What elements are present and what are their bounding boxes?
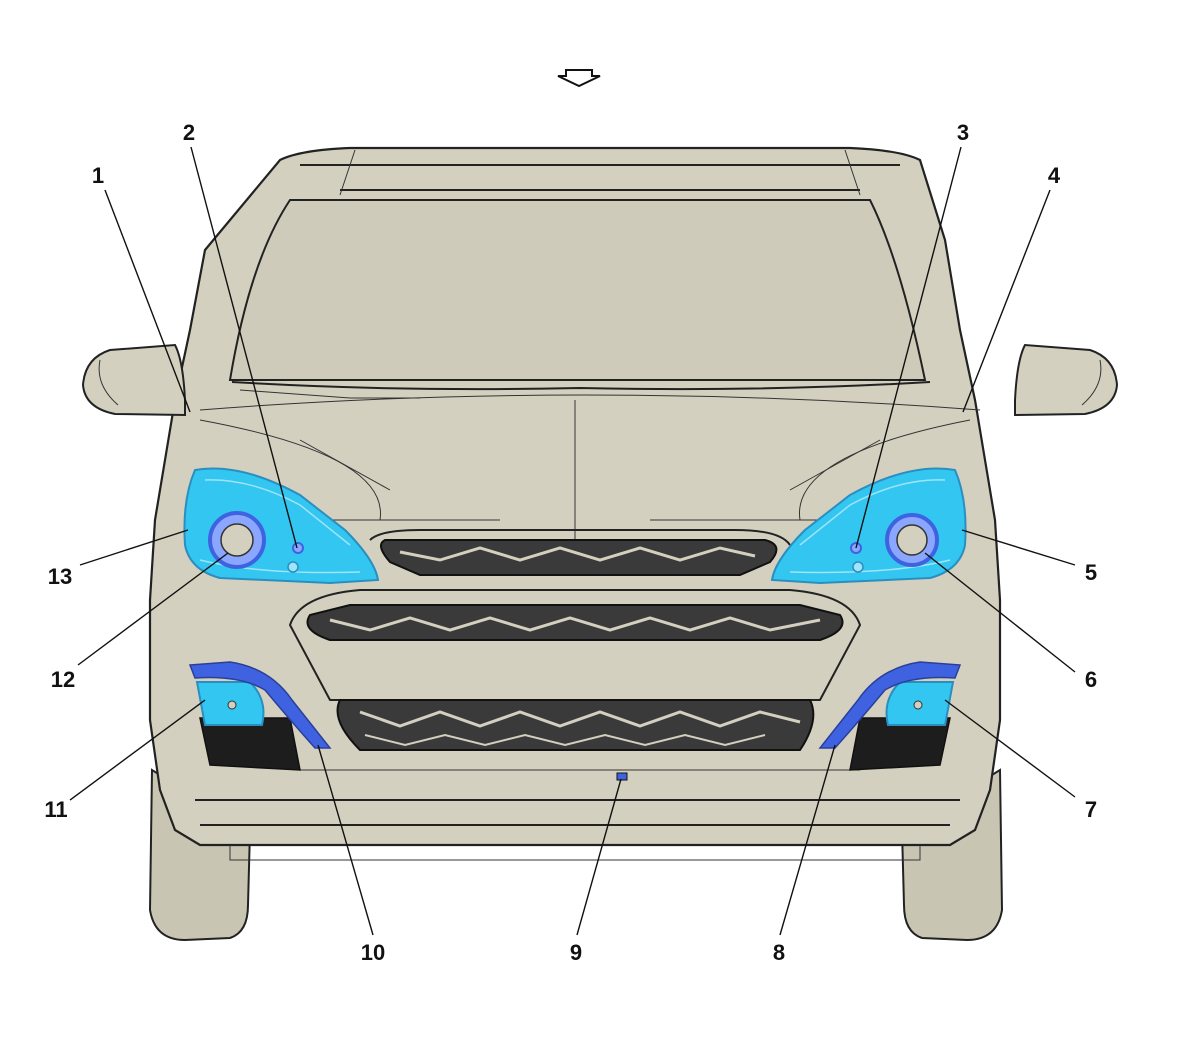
leader-2 [190,146,298,549]
leader-7 [944,699,1076,798]
left-mirror [81,343,186,417]
view-direction-arrow-icon [557,69,601,88]
callout-6: 6 [1085,667,1097,692]
callout-numbers: 1 2 3 4 5 6 7 8 9 10 11 12 13 [44,120,1097,965]
callout-11: 11 [44,797,67,822]
leader-10 [317,744,374,936]
leader-3 [855,146,962,549]
car-front-view [81,146,1119,942]
left-sidelamp-bulb [292,542,304,554]
callout-10: 10 [361,940,385,965]
callout-13: 13 [48,564,72,589]
callout-4: 4 [1048,163,1061,188]
leader-6 [924,552,1076,673]
right-daytime-running-strip [818,661,962,749]
windshield [228,199,927,381]
leader-11 [69,699,206,801]
callout-1: 1 [92,163,104,188]
callout-12: 12 [51,667,75,692]
leader-1 [104,189,191,413]
leader-9 [576,778,622,936]
left-daytime-running-strip [188,661,332,749]
leader-12 [77,552,229,666]
upper-grille [380,539,778,576]
leader-lines [69,146,1076,936]
leader-5 [961,529,1076,566]
middle-grille [306,604,844,641]
callout-3: 3 [957,120,969,145]
front-sensor [616,772,628,781]
callout-8: 8 [773,940,785,965]
callout-5: 5 [1085,560,1097,585]
leader-4 [962,189,1051,413]
right-mirror [1014,343,1119,417]
callout-9: 9 [570,940,582,965]
leader-13 [79,529,189,566]
callout-7: 7 [1085,797,1097,822]
callout-2: 2 [183,120,195,145]
leader-8 [779,744,836,936]
